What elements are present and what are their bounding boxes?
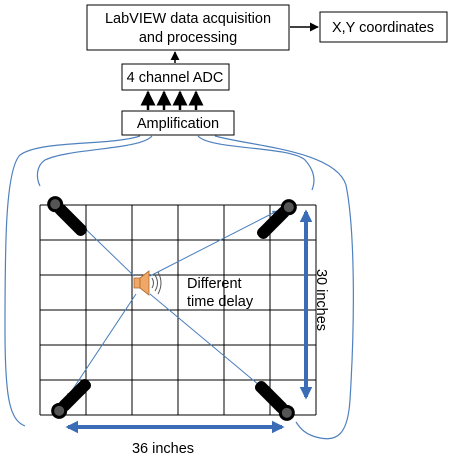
cable-bottom-left (4, 135, 141, 427)
labview-block: LabVIEW data acquisition and processing (86, 4, 290, 51)
speaker-icon (133, 270, 162, 296)
cable-top-right (197, 135, 315, 191)
cable-top-left (36, 135, 153, 187)
labview-label-line2: and processing (139, 30, 237, 46)
amplification-label: Amplification (137, 116, 219, 132)
width-label: 36 inches (132, 441, 194, 457)
labview-label-line1: LabVIEW data acquisition (105, 11, 271, 27)
height-label: 30 inches (313, 269, 329, 331)
delay-label-line2: time delay (187, 294, 254, 310)
adc-block: 4 channel ADC (121, 63, 230, 91)
microphone-icon-top-left (47, 196, 88, 237)
output-label: X,Y coordinates (332, 20, 434, 36)
channel-arrows (140, 90, 204, 110)
signal-arrow-bottom-right (149, 293, 278, 401)
signal-arrow-top-right (149, 210, 278, 277)
microphone-icon-bottom-left (51, 378, 92, 419)
delay-label-line1: Different (187, 276, 242, 292)
cable-bottom-right (214, 135, 354, 440)
microphone-icon-top-right (256, 199, 297, 240)
amplification-block: Amplification (121, 110, 235, 136)
adc-label: 4 channel ADC (127, 70, 224, 86)
microphone-cables (4, 135, 354, 440)
microphone-icon-bottom-right (254, 380, 295, 421)
output-block: X,Y coordinates (319, 11, 448, 43)
signal-arrow-bottom-left (66, 293, 137, 399)
floor-grid (39, 204, 317, 416)
